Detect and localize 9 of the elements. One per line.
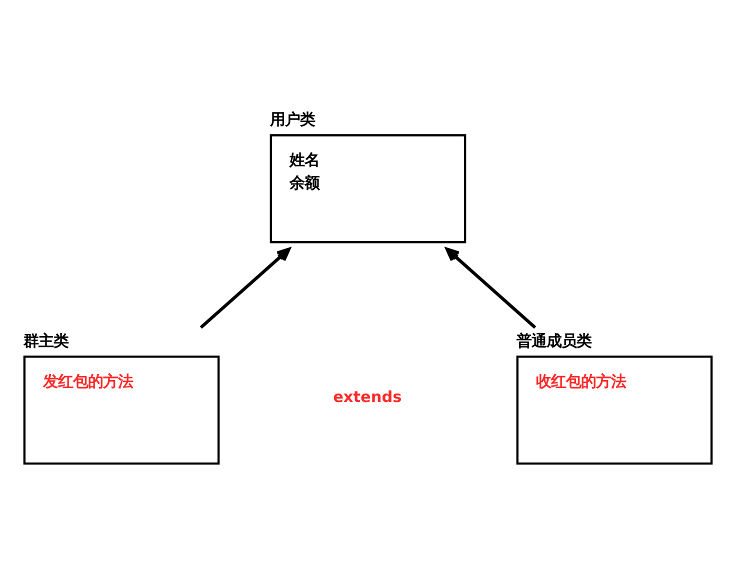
node-label: 普通成员类 xyxy=(516,331,592,350)
node-box: 发红包的方法 xyxy=(23,355,220,464)
arrow xyxy=(446,247,536,328)
node-box: 姓名 余额 xyxy=(270,134,466,243)
arrow xyxy=(200,247,290,328)
node-label: 群主类 xyxy=(23,331,68,350)
label: extends xyxy=(333,388,402,406)
node-label: 用户类 xyxy=(270,110,315,128)
node-box: 收红包的方法 xyxy=(516,355,713,464)
